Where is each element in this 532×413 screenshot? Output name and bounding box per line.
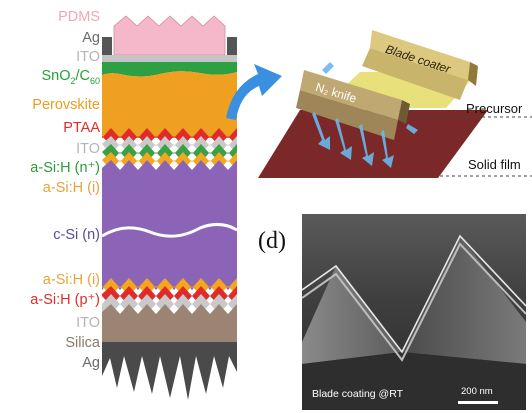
label-a-si-p: a-Si:H (p⁺)	[30, 292, 100, 308]
ag-rear-contact	[102, 342, 237, 400]
sem-pyramid-left	[302, 266, 402, 364]
label-a-si-i-top: a-Si:H (i)	[42, 180, 100, 196]
label-silica: Silica	[65, 335, 100, 351]
n2-knife-side	[398, 100, 410, 124]
blade-coater-top	[370, 30, 470, 80]
solid-film-label: Solid film	[468, 157, 521, 172]
label-ag-bottom: Ag	[82, 355, 100, 371]
n2-knife-front	[296, 90, 398, 140]
pdms-layer	[113, 15, 226, 56]
scale-bar	[458, 401, 498, 404]
label-ito-top: ITO	[76, 49, 100, 65]
label-a-si-i-bottom: a-Si:H (i)	[42, 272, 100, 288]
perovskite-layer	[102, 71, 237, 138]
label-perovskite: Perovskite	[32, 97, 100, 113]
label-pdms: PDMS	[58, 9, 100, 25]
label-a-si-n: a-Si:H (n⁺)	[30, 160, 100, 176]
precursor-label: Precursor	[466, 101, 523, 116]
ag-top-contact	[102, 37, 112, 55]
etl-layer	[102, 62, 237, 77]
label-ptaa: PTAA	[63, 120, 100, 136]
n2-knife-top	[300, 70, 402, 120]
c-si-layer	[102, 160, 237, 290]
scale-bar-label: 200 nm	[461, 386, 493, 397]
label-ag-top: Ag	[82, 30, 100, 46]
panel-letter-d: (d)	[258, 228, 286, 254]
substrate	[258, 110, 488, 178]
c-si-break-line	[101, 223, 238, 238]
process-arrow-icon	[226, 64, 282, 120]
sem-image	[302, 214, 526, 410]
label-ito-middle: ITO	[76, 141, 100, 157]
sem-caption: Blade coating @RT	[312, 388, 404, 400]
sem-coating-layer	[302, 242, 526, 362]
sem-coating-edge	[302, 234, 526, 354]
blade-coater-side	[468, 62, 478, 86]
ag-top-contact	[227, 37, 237, 55]
label-c-si: c-Si (n)	[53, 227, 100, 243]
gas-flow-arrows	[312, 62, 418, 168]
sem-pyramid-right	[402, 236, 526, 364]
ito-top-layer	[102, 55, 237, 62]
silica-layer	[102, 304, 237, 342]
label-sno2-c60: SnO2/C60	[41, 68, 100, 86]
label-ito-bottom: ITO	[76, 315, 100, 331]
blade-coater-front	[362, 48, 468, 100]
sem-substrate	[302, 352, 526, 410]
